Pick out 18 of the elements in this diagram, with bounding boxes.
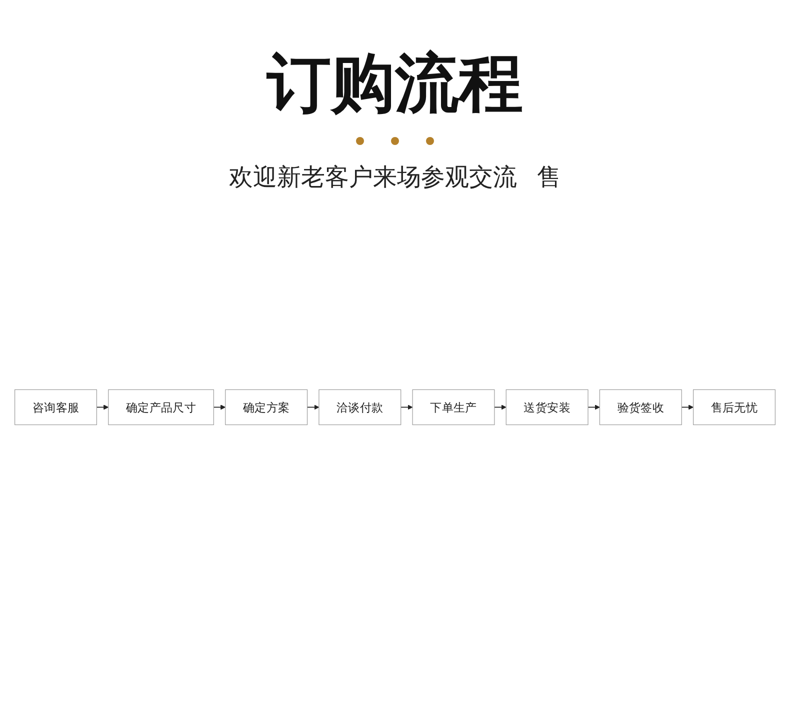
node-box: 确定产品尺寸 bbox=[108, 389, 214, 425]
node-box: 验货签收 bbox=[599, 389, 682, 425]
arrow bbox=[681, 404, 694, 410]
subtitle: 欢迎新老客户来场参观交流 bbox=[229, 162, 517, 193]
arrow bbox=[96, 404, 109, 410]
node-box: 确定方案 bbox=[225, 389, 308, 425]
node-box: 下单生产 bbox=[412, 389, 495, 425]
arrow bbox=[494, 404, 506, 410]
icon-character: 售 bbox=[537, 162, 561, 193]
arrow bbox=[400, 404, 413, 410]
node-box: 售后无忧 bbox=[693, 389, 776, 425]
title: 订购流程 bbox=[265, 46, 524, 123]
arrow bbox=[213, 404, 226, 410]
node-box: 送货安装 bbox=[506, 389, 588, 425]
arrow bbox=[588, 404, 600, 410]
arrow bbox=[306, 404, 320, 410]
node-box: 洽谈付款 bbox=[318, 389, 402, 425]
node-box: 咨询客服 bbox=[14, 389, 97, 425]
